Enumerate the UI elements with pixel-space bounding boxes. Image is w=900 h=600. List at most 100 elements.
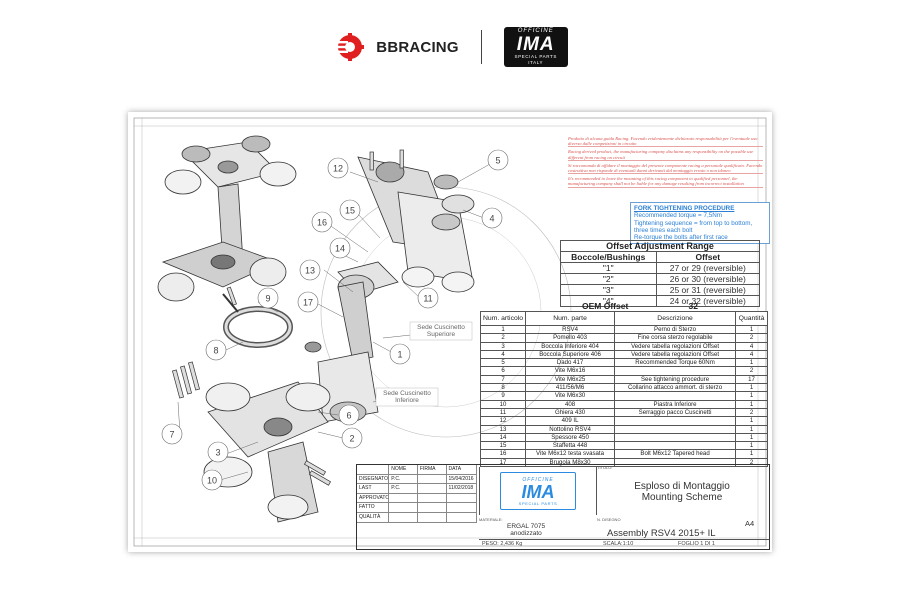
parts-list-table: Num. articolo Num. parte Descrizione Qua… [479,311,768,468]
callout-2: 2 [349,434,354,444]
revision-cell [418,503,447,512]
callout-1: 1 [397,350,402,360]
part-item-number: 16 [479,449,527,459]
liability-warning: Prodotto di alcuna guida Racing. Facendo… [568,136,763,190]
ima-logo-main: IMA [516,34,555,55]
oem-offset-value: 32 [688,301,698,311]
revision-cell [447,512,477,522]
callout-10: 10 [207,476,217,486]
part-item-number: 12 [479,416,527,426]
callout-4: 4 [489,214,494,224]
part-item-number: 8 [479,383,527,393]
revision-row: FATTO [357,503,477,513]
revision-cell: 15/04/2016 [447,474,477,484]
drawing-number: Assembly RSV4 2015+ IL [607,528,716,539]
ima-title-logo: OFFICINE IMA SPECIAL PARTS [500,472,576,510]
oem-offset-label: OEM Offset [582,301,629,311]
part-item-number: 14 [479,432,527,443]
part-number: Ghiera 430 [525,407,616,418]
ima-title-logo-sub: SPECIAL PARTS [518,500,558,506]
ima-logo-sub: SPECIAL PARTS [514,54,557,59]
lower-clamp-exploded [203,381,331,523]
upper-clamp-assembled [157,135,297,302]
warning-line-2: Racing derived product, the manufacturin… [568,149,763,161]
part-description: Fine corsa sterzo regolabile [614,333,737,343]
part-quantity: 2 [735,407,768,418]
part-item-number: 6 [479,366,527,376]
revision-row: APPROVATO [357,493,477,504]
part-description [614,424,737,434]
part-number: Vite M6x30 [525,391,616,401]
part-quantity: 2 [735,366,768,376]
offset-bushing: "3" [560,284,657,296]
steering-damper-clamp [222,293,293,348]
revision-cell [418,493,447,503]
part-item-number: 10 [479,399,527,409]
revision-cell [418,484,447,493]
revision-cell [357,465,390,474]
revision-cell: DISEGNATO [359,474,390,484]
part-quantity: 2 [735,457,768,468]
part-description: Bolt M6x12 Tapered head [614,449,737,459]
assembly-drawing-sheet: 12 5 15 16 14 13 17 11 4 9 8 1 6 2 7 3 1… [128,112,772,552]
part-number: Vite M6x25 [525,374,616,385]
ima-logo-top: OFFICINE [517,28,554,34]
oem-offset: OEM Offset 32 [560,301,760,311]
material-label: MATERIALE: [479,517,503,522]
part-number: 409 IL [525,416,616,426]
part-quantity: 1 [735,416,768,426]
warning-line-4: It's recommended to leave the mounting o… [568,176,763,188]
part-description [614,441,737,451]
offset-value: 26 or 30 (reversible) [655,273,761,285]
parts-header-description: Descrizione [614,311,737,326]
ima-logo[interactable]: OFFICINE IMA SPECIAL PARTS ITALY [503,27,568,67]
part-item-number: 4 [479,349,527,360]
bbracing-logo[interactable]: BBRACING [332,32,459,62]
callout-numbers: 12 5 15 16 14 13 17 11 4 9 8 1 6 2 7 3 1… [169,156,500,486]
part-quantity: 1 [735,399,768,409]
material-finish: anodizzato [510,530,542,537]
offset-value: 27 or 29 (reversible) [655,262,761,274]
callout-6: 6 [346,411,351,421]
part-number: 408 [525,399,616,409]
part-number: RSV4 [525,324,616,335]
upper-clamp-exploded [357,156,475,293]
part-description: Collarino attacco ammort. di sterzo [614,383,737,393]
callout-16: 16 [317,218,327,228]
bbracing-gear-icon [332,33,365,61]
drawing-number-label: N. DISEGNO [597,517,621,522]
revision-cell [389,503,418,512]
part-number: Boccola Inferiore 404 [525,341,616,351]
revision-cell [389,493,418,503]
torque-title: FORK TIGHTENING PROCEDURE [634,205,735,212]
callout-circles [161,149,509,491]
part-description: Piastra Inferiore [614,399,737,409]
weight: PESO: 2,436 Kg [482,541,523,547]
revision-cell: QUALITÀ [357,512,390,522]
offset-col-bushings: Boccole/Bushings [560,251,657,263]
offset-col-offset: Offset [655,251,761,263]
part-description: Vedere tabella regolazioni Offset [614,349,737,360]
revision-cell: APPROVATO [359,493,390,503]
part-item-number: 11 [479,407,527,418]
revision-cell: 11/02/2018 [447,484,477,493]
part-quantity: 1 [735,449,768,459]
top-nut-exploded [431,174,475,231]
part-quantity: 1 [735,383,768,393]
torque-line-2: Tightening sequence = from top to bottom… [634,219,753,234]
part-number: Spessore 450 [525,432,616,443]
revision-cell [447,493,477,503]
brand-header: BBRACING OFFICINE IMA SPECIAL PARTS ITAL… [0,22,900,72]
callout-7: 7 [169,430,174,440]
